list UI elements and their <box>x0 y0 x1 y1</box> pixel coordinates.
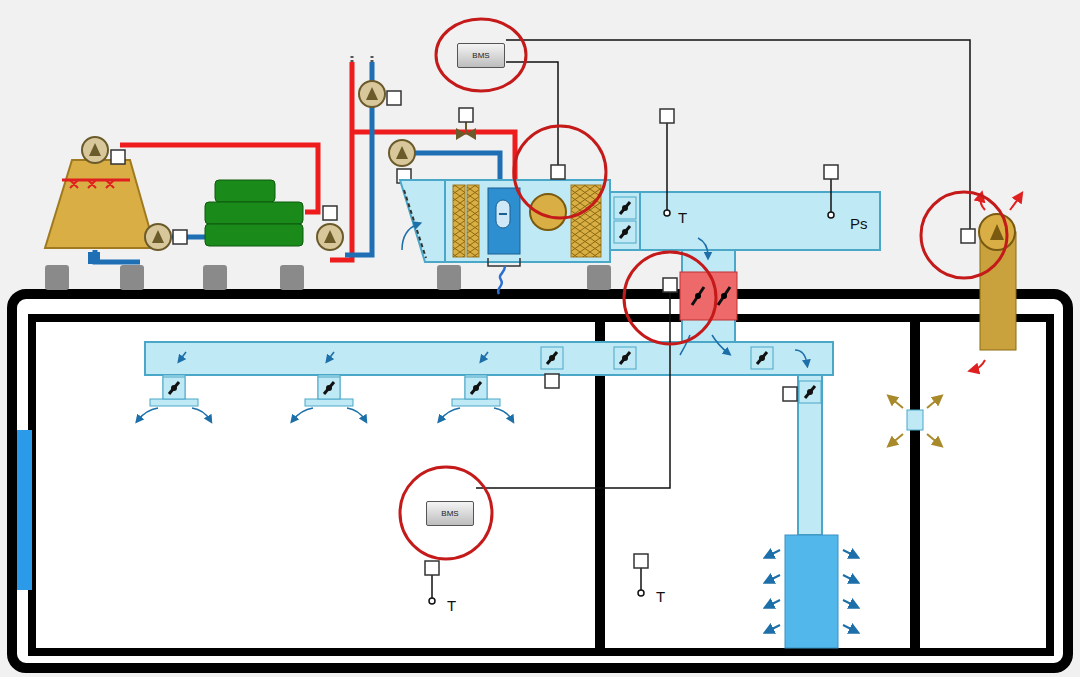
node-text: BMS <box>469 51 492 60</box>
bms-controller: BMS <box>426 501 474 526</box>
bms-controller: BMS <box>457 43 505 68</box>
sensor-label: Ps <box>850 216 868 231</box>
node-text: BMS <box>438 509 461 518</box>
sensor-label: T <box>656 589 665 604</box>
sensor-label: T <box>678 210 687 225</box>
sensor-label: T <box>447 598 456 613</box>
